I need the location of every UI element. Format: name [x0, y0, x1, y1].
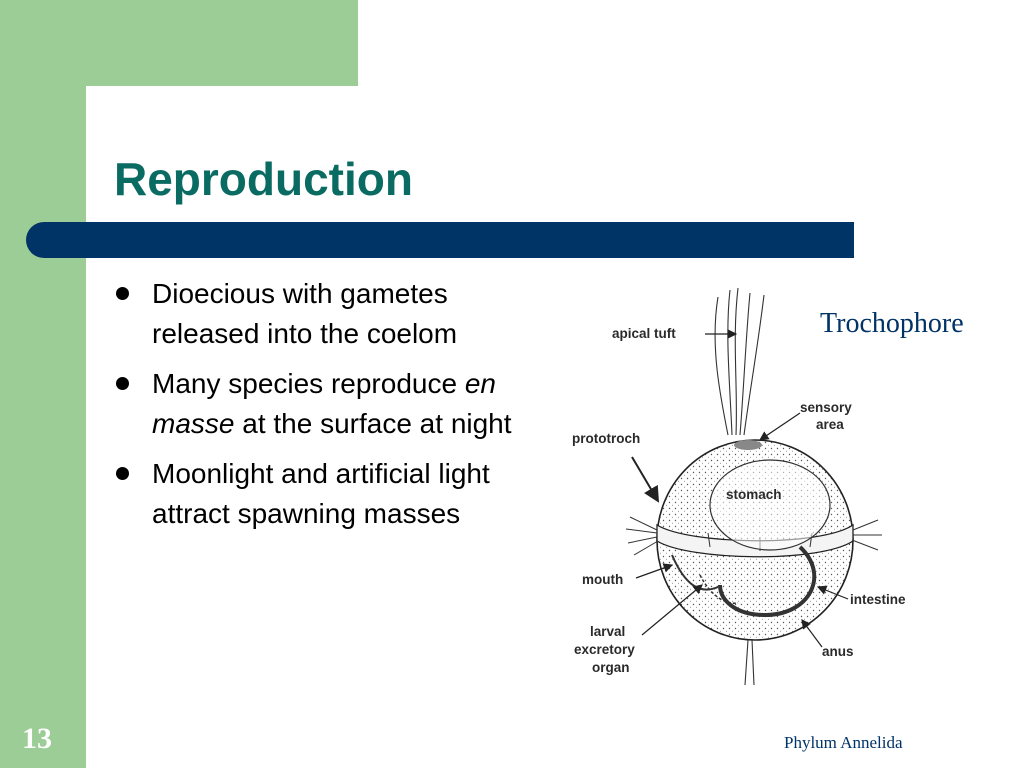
label-intestine: intestine — [850, 592, 906, 607]
label-mouth: mouth — [582, 572, 623, 587]
title-rule-bar — [26, 222, 854, 258]
content-panel — [86, 86, 1024, 768]
top-accent-block — [0, 0, 358, 86]
label-anus: anus — [822, 644, 854, 659]
arrow-excretory-organ — [641, 584, 703, 636]
arrow-prototroch — [631, 456, 660, 503]
figure-caption: Trochophore — [820, 308, 964, 339]
slide-title: Reproduction — [114, 153, 413, 205]
arrow-sensory-area — [759, 412, 801, 441]
sensory-area-shape — [734, 440, 762, 450]
bullet-item: Dioecious with gametes released into the… — [110, 274, 540, 354]
bullet-dot-icon — [116, 467, 129, 480]
bullet-item: Moonlight and artificial light attract s… — [110, 454, 540, 534]
trochophore-diagram: apical tuft sensory area prototroch stom… — [572, 287, 906, 686]
arrow-mouth — [635, 563, 674, 579]
intestine-shape — [718, 545, 817, 618]
label-excretory: excretory — [574, 642, 635, 657]
label-sensory-2: area — [816, 417, 844, 432]
bullet-text: Dioecious with gametes released into the… — [152, 278, 458, 349]
bullet-text: Moonlight and artificial light attract s… — [152, 458, 490, 529]
label-stomach: stomach — [726, 487, 782, 502]
bullet-text-emphasis: en masse — [152, 368, 496, 439]
bullet-item: Many species reproduce en masse at the s… — [110, 364, 540, 444]
excretory-organ-shape — [699, 574, 739, 604]
label-larval: larval — [590, 624, 625, 639]
bullet-text-after: at the surface at night — [234, 408, 512, 439]
label-sensory-1: sensory — [800, 400, 852, 415]
bullet-dot-icon — [116, 377, 129, 390]
bullet-text-before: Many species reproduce — [152, 368, 465, 399]
arrow-intestine — [816, 585, 849, 600]
arrow-anus — [801, 619, 823, 648]
label-prototroch: prototroch — [572, 431, 640, 446]
cilia-shape — [625, 516, 882, 556]
stomach-shape — [709, 459, 831, 551]
left-accent-strip — [0, 0, 86, 768]
label-organ: organ — [592, 660, 630, 675]
footer-text: Phylum Annelida — [784, 733, 903, 752]
bullet-dot-icon — [116, 287, 129, 300]
label-apical-tuft: apical tuft — [612, 326, 676, 341]
apical-tuft-shape — [714, 287, 765, 436]
telotroch-shape — [744, 639, 755, 686]
slide-number: 13 — [22, 722, 52, 755]
bullet-list: Dioecious with gametes released into the… — [110, 274, 540, 544]
